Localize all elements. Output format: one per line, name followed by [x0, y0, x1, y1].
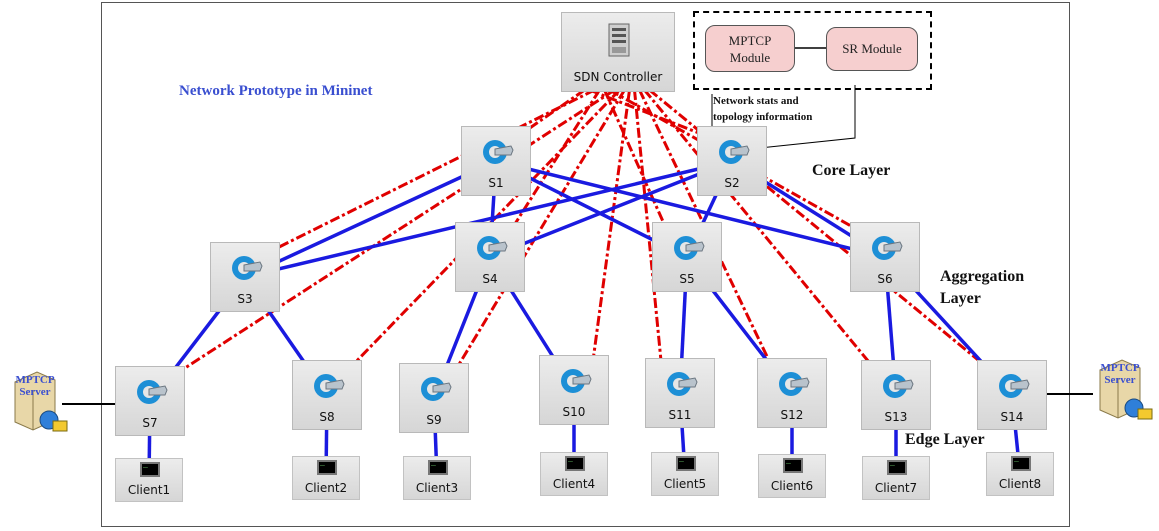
- control-link-s11: [633, 89, 664, 372]
- data-link-s1-s6: [495, 159, 886, 259]
- core-layer-label: Core Layer: [812, 162, 891, 179]
- client-label: Client7: [874, 481, 918, 495]
- switch-s10[interactable]: S10: [539, 355, 609, 425]
- switch-s9[interactable]: S9: [399, 363, 469, 433]
- switch-label: S12: [780, 408, 804, 422]
- control-link-s14: [648, 88, 995, 375]
- client-6[interactable]: Client6: [758, 454, 826, 498]
- switch-s6[interactable]: S6: [850, 222, 920, 292]
- client-7[interactable]: Client7: [862, 456, 930, 500]
- switch-s14[interactable]: S14: [977, 360, 1047, 430]
- modules-box: [693, 11, 932, 90]
- client-label: Client3: [415, 481, 459, 495]
- client-label: Client8: [998, 477, 1042, 491]
- sr-module: SR Module: [826, 27, 918, 71]
- switch-label: S9: [426, 413, 442, 427]
- switch-icon: [561, 369, 592, 393]
- switch-icon: [483, 140, 514, 164]
- control-link-s7: [167, 88, 616, 381]
- switch-s11[interactable]: S11: [645, 358, 715, 428]
- switch-label: S7: [142, 416, 158, 430]
- server-label: MPTCP Server: [1100, 362, 1140, 386]
- sdn-controller[interactable]: SDN Controller: [561, 12, 675, 92]
- mptcp-server-right[interactable]: MPTCP Server: [1094, 358, 1153, 420]
- switch-s8[interactable]: S8: [292, 360, 362, 430]
- switch-icon: [137, 380, 168, 404]
- mptcp-module-label: MPTCP Module: [728, 32, 772, 65]
- terminal-icon: [1011, 453, 1031, 471]
- client-3[interactable]: Client3: [403, 456, 471, 500]
- switch-label: S5: [679, 272, 695, 286]
- controller-label: SDN Controller: [573, 70, 663, 84]
- diagram-title: Network Prototype in Mininet: [179, 83, 373, 99]
- switch-s5[interactable]: S5: [652, 222, 722, 292]
- mptcp-server-left[interactable]: MPTCP Server: [9, 370, 68, 432]
- switch-label: S4: [482, 272, 498, 286]
- sr-module-label: SR Module: [842, 41, 902, 56]
- terminal-icon: [317, 457, 337, 475]
- data-link-s2-s4: [489, 159, 733, 259]
- switch-icon: [779, 372, 810, 396]
- switch-s4[interactable]: S4: [455, 222, 525, 292]
- switch-icon: [999, 374, 1030, 398]
- switch-s13[interactable]: S13: [861, 360, 931, 430]
- switch-label: S14: [1000, 410, 1024, 424]
- server-rack-icon: [608, 23, 630, 57]
- switch-label: S13: [884, 410, 908, 424]
- data-link-s1-s3: [244, 159, 497, 279]
- switch-s2[interactable]: S2: [697, 126, 767, 196]
- client-2[interactable]: Client2: [292, 456, 360, 500]
- server-icon: [1099, 359, 1153, 420]
- server-label: MPTCP Server: [15, 374, 55, 398]
- control-link-s13: [643, 89, 880, 374]
- switch-icon: [674, 236, 705, 260]
- aggregation-layer-label: Aggregation Layer: [940, 268, 1025, 307]
- client-label: Client6: [770, 479, 814, 493]
- terminal-icon: [887, 457, 907, 475]
- switch-s12[interactable]: S12: [757, 358, 827, 428]
- terminal-icon: [565, 453, 585, 471]
- edge-layer-label: Edge Layer: [905, 431, 985, 448]
- switch-icon: [719, 140, 750, 164]
- switch-icon: [667, 372, 698, 396]
- control-link-s9: [450, 89, 626, 377]
- switch-s7[interactable]: S7: [115, 366, 185, 436]
- switch-label: S3: [237, 292, 253, 306]
- switch-icon: [421, 377, 452, 401]
- client-8[interactable]: Client8: [986, 452, 1054, 496]
- switch-s1[interactable]: S1: [461, 126, 531, 196]
- mptcp-module: MPTCP Module: [705, 25, 795, 72]
- control-link-s10: [590, 89, 631, 369]
- client-label: Client5: [663, 477, 707, 491]
- switch-icon: [872, 236, 903, 260]
- switch-icon: [477, 236, 508, 260]
- switch-icon: [232, 256, 263, 280]
- client-label: Client2: [304, 481, 348, 495]
- control-link-s3: [262, 88, 596, 257]
- data-link-s2-s3: [244, 159, 733, 279]
- switch-label: S8: [319, 410, 335, 424]
- terminal-icon: [676, 453, 696, 471]
- diagram-frame: [101, 2, 1070, 527]
- client-4[interactable]: Client4: [540, 452, 608, 496]
- switch-label: S6: [877, 272, 893, 286]
- switch-s3[interactable]: S3: [210, 242, 280, 312]
- terminal-icon: [783, 455, 803, 473]
- terminal-icon: [428, 457, 448, 475]
- switch-label: S10: [562, 405, 586, 419]
- client-5[interactable]: Client5: [651, 452, 719, 496]
- terminal-icon: [140, 459, 160, 477]
- client-label: Client1: [127, 483, 171, 497]
- switch-label: S2: [724, 176, 740, 190]
- control-link-s5: [603, 89, 671, 236]
- switch-label: S1: [488, 176, 504, 190]
- client-1[interactable]: Client1: [115, 458, 183, 502]
- server-icon: [14, 371, 68, 432]
- switch-label: S11: [668, 408, 692, 422]
- switch-icon: [314, 374, 345, 398]
- stats-annotation: Network stats and topology information: [713, 95, 813, 123]
- switch-icon: [883, 374, 914, 398]
- client-label: Client4: [552, 477, 596, 491]
